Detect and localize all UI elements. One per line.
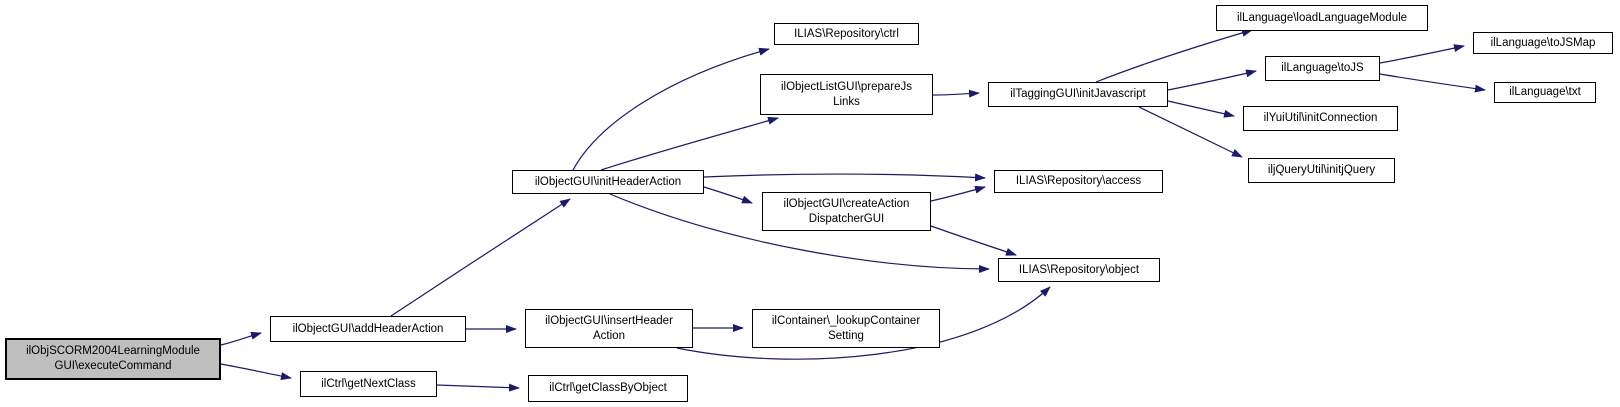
graph-node-label-line: ilObjectGUI\initHeaderAction xyxy=(534,175,682,188)
graph-node-label-line: ilYuiUtil\initConnection xyxy=(1263,112,1378,125)
edge-initJavascript-to-initConnection xyxy=(1167,100,1235,118)
graph-node-label-line: ilContainer\_lookupContainer xyxy=(771,314,921,327)
graph-node-label-line: ilLanguage\txt xyxy=(1509,86,1581,99)
graph-node-label-line: ilCtrl\getClassByObject xyxy=(549,382,667,395)
edge-getNextClass-to-getClassByObject xyxy=(436,383,520,392)
edge-toJS-to-txt xyxy=(1379,73,1486,93)
edge-addHeaderAction-to-initHeaderAction xyxy=(390,198,571,317)
graph-node-initJavascript[interactable]: ilTaggingGUI\initJavascript xyxy=(988,82,1168,107)
graph-node-getClassByObject[interactable]: ilCtrl\getClassByObject xyxy=(528,375,688,402)
edge-initJavascript-to-initjQuery xyxy=(1138,106,1243,158)
edge-group xyxy=(220,28,1486,392)
edge-initHeaderAction-to-repositoryAccess xyxy=(703,173,986,182)
graph-node-toJS[interactable]: ilLanguage\toJS xyxy=(1265,56,1380,81)
edge-toJS-to-toJSMap xyxy=(1379,44,1465,64)
edge-initHeaderAction-to-repositoryCtrl xyxy=(572,47,770,171)
graph-node-label-line: ilObjectGUI\insertHeader xyxy=(545,314,673,327)
edge-createActionDispatcherGUI-to-repositoryAccess xyxy=(930,185,986,202)
graph-node-label-line: ILIAS\Repository\ctrl xyxy=(794,27,899,40)
edge-insertHeaderAction-to-repositoryObject xyxy=(676,286,1051,360)
graph-node-label-line: ilLanguage\toJSMap xyxy=(1490,36,1596,49)
edge-initHeaderAction-to-repositoryObject xyxy=(609,193,990,273)
graph-node-repositoryCtrl[interactable]: ILIAS\Repository\ctrl xyxy=(774,23,919,45)
graph-node-label-line: ilLanguage\toJS xyxy=(1281,62,1364,75)
edge-executeCommand-to-getNextClass xyxy=(220,363,292,380)
graph-node-txt[interactable]: ilLanguage\txt xyxy=(1494,82,1596,103)
graph-node-label-line: Links xyxy=(833,95,860,108)
graph-node-label-line: Action xyxy=(593,329,625,342)
graph-node-initConnection[interactable]: ilYuiUtil\initConnection xyxy=(1243,106,1398,131)
graph-node-repositoryObject[interactable]: ILIAS\Repository\object xyxy=(998,258,1160,282)
graph-node-label-line: iljQueryUtil\initjQuery xyxy=(1267,164,1376,177)
graph-node-addHeaderAction[interactable]: ilObjectGUI\addHeaderAction xyxy=(270,316,466,342)
edge-initHeaderAction-to-prepareJsLinks xyxy=(600,116,779,171)
graph-node-label-line: ILIAS\Repository\object xyxy=(1018,263,1140,276)
graph-node-label-line: ilObjectGUI\addHeaderAction xyxy=(292,322,444,335)
graph-node-initHeaderAction[interactable]: ilObjectGUI\initHeaderAction xyxy=(512,170,704,194)
edge-prepareJsLinks-to-initJavascript xyxy=(932,89,980,98)
graph-node-getNextClass[interactable]: ilCtrl\getNextClass xyxy=(300,371,437,397)
graph-node-initjQuery[interactable]: iljQueryUtil\initjQuery xyxy=(1248,158,1395,183)
graph-node-label-line: GUI\executeCommand xyxy=(54,360,172,372)
graph-node-label-line: ilTaggingGUI\initJavascript xyxy=(1010,88,1146,101)
graph-node-label-line: ILIAS\Repository\access xyxy=(1015,175,1142,188)
graph-node-label-line: ilObjectGUI\createAction xyxy=(783,197,910,210)
graph-node-loadLanguageModule[interactable]: ilLanguage\loadLanguageModule xyxy=(1216,5,1428,31)
edge-createActionDispatcherGUI-to-repositoryObject xyxy=(930,225,1017,256)
graph-node-label-line: Setting xyxy=(828,329,864,342)
graph-node-label-line: ilObjSCORM2004LearningModule xyxy=(26,345,200,358)
graph-node-toJSMap[interactable]: ilLanguage\toJSMap xyxy=(1473,32,1613,54)
graph-node-label-line: ilCtrl\getNextClass xyxy=(321,377,416,390)
edge-initJavascript-to-loadLanguageModule xyxy=(1095,28,1253,83)
edge-initJavascript-to-toJS xyxy=(1167,69,1257,91)
graph-node-repositoryAccess[interactable]: ILIAS\Repository\access xyxy=(994,170,1163,193)
edge-initHeaderAction-to-createActionDispatcherGUI xyxy=(703,186,753,204)
graph-node-label-line: ilObjectListGUI\prepareJs xyxy=(780,80,913,93)
edge-executeCommand-to-addHeaderAction xyxy=(220,331,262,346)
graph-node-label-line: ilLanguage\loadLanguageModule xyxy=(1236,11,1408,24)
graph-node-label-line: DispatcherGUI xyxy=(808,212,885,225)
